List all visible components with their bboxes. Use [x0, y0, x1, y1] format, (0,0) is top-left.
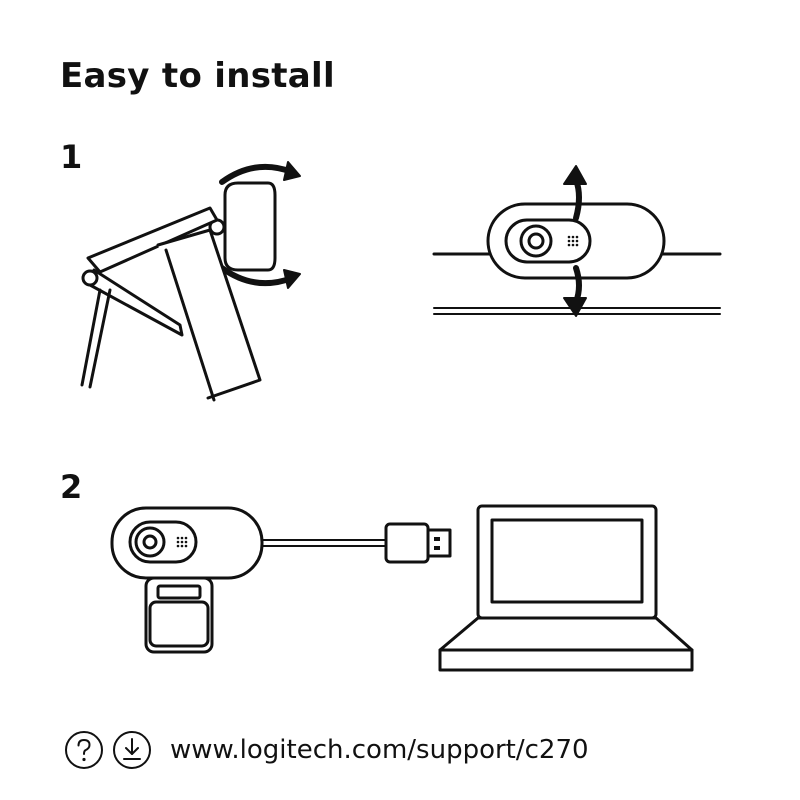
clip-stand-leg	[82, 290, 100, 385]
rotate-arrow-up-icon	[222, 167, 292, 182]
laptop-base	[440, 618, 692, 650]
webcam-mic-dots	[568, 236, 579, 247]
webcam-lens-outer	[521, 226, 551, 256]
laptop-mount-illustration	[430, 160, 730, 320]
page-title: Easy to install	[60, 56, 335, 96]
question-circle-icon[interactable]	[64, 730, 104, 770]
download-circle-icon[interactable]	[112, 730, 152, 770]
webcam-mic-dots	[177, 537, 188, 548]
webcam-side-body	[225, 183, 275, 270]
webcam-lens-outer	[136, 528, 164, 556]
support-footer: www.logitech.com/support/c270	[64, 730, 589, 770]
step-number-2: 2	[60, 468, 82, 506]
monitor-mount-illustration	[70, 150, 330, 410]
rotate-arrowhead-up	[284, 162, 300, 180]
webcam-stand	[146, 578, 212, 652]
usb-plug-icon	[386, 524, 428, 562]
rotate-arrowhead-down	[284, 270, 300, 288]
support-url[interactable]: www.logitech.com/support/c270	[170, 735, 589, 765]
tilt-arrow-up-icon	[576, 180, 579, 218]
usb-connection-illustration	[108, 500, 708, 680]
tilt-arrow-down-icon	[576, 268, 579, 302]
